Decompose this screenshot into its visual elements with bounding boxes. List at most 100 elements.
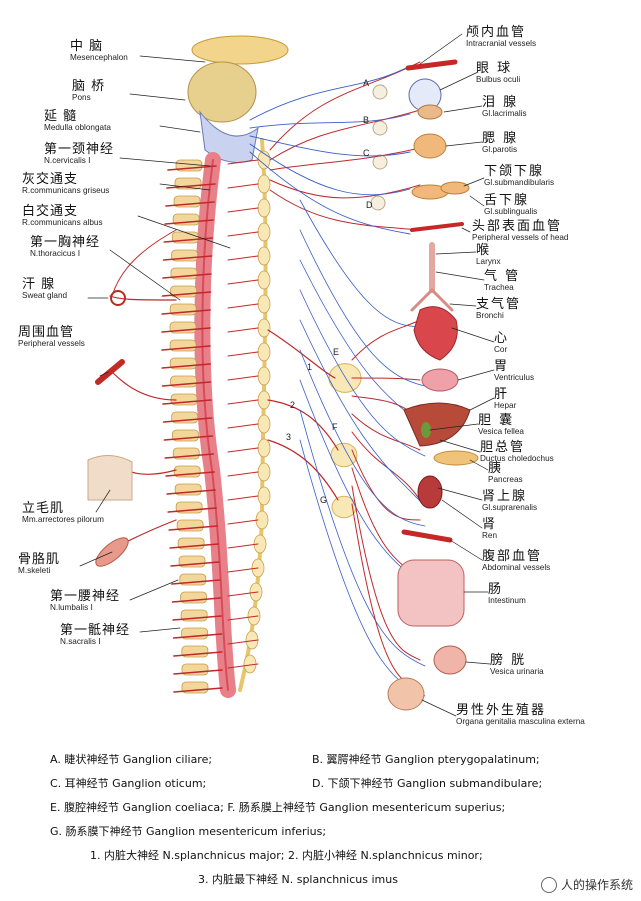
head-ganglion-0: [372, 84, 388, 100]
spinal-nerve: [162, 417, 213, 423]
label-chinese: 腹部血管: [482, 549, 543, 564]
leader-line-17: [463, 177, 485, 187]
visceral-fiber-0: [351, 319, 421, 361]
vagus-fiber-0: [249, 65, 411, 121]
legend-row-2: C. 耳神经节 Ganglion oticum;: [50, 777, 207, 790]
kidney-icon: [417, 475, 443, 509]
label-latin: Ductus choledochus: [480, 453, 554, 463]
leader-line-11: [129, 579, 179, 601]
spinal-nerve: [173, 687, 223, 693]
communicating-branch: [227, 519, 259, 525]
label-latin: N.cervicalis Ⅰ: [44, 155, 91, 165]
leader-line-3: [119, 157, 211, 167]
ganglion-letter-E: E: [333, 347, 339, 357]
label-latin: Bronchi: [476, 310, 504, 320]
label-chinese: 中 脑: [70, 39, 104, 54]
label-latin: Medulla oblongata: [44, 122, 111, 132]
leader-line-5: [137, 215, 231, 249]
label-chinese: 气 管: [484, 269, 521, 284]
label-chinese: 胰: [488, 461, 504, 476]
label-latin: Trachea: [484, 282, 514, 292]
trunk-ganglion: [257, 294, 271, 314]
spinal-nerve: [170, 561, 220, 567]
leader-line-13: [419, 33, 463, 65]
legend: A. 睫状神经节 Ganglion ciliare;B. 翼腭神经节 Gangl…: [0, 745, 641, 895]
label-latin: Organa genitalia masculina externa: [456, 716, 585, 726]
label-latin: Hepar: [494, 400, 517, 410]
label-latin: Gl.parotis: [482, 144, 518, 154]
nerve-number-2: 2: [290, 400, 295, 410]
label-chinese: 周围血管: [18, 325, 75, 340]
communicating-branch: [227, 327, 259, 333]
trunk-ganglion: [257, 438, 271, 458]
heart-icon: [413, 306, 458, 361]
pancreas-icon: [433, 450, 479, 466]
label-latin: Gl.lacrimalis: [482, 108, 527, 118]
spinal-nerve: [172, 615, 222, 621]
trunk-ganglion: [257, 222, 271, 242]
parotid-icon: [413, 133, 447, 159]
stomach-icon: [421, 368, 459, 392]
label-latin: Pons: [72, 92, 91, 102]
communicating-branch: [227, 471, 259, 477]
head-fiber-2: [269, 147, 421, 171]
trunk-ganglion: [243, 654, 257, 674]
label-chinese: 汗 腺: [22, 277, 56, 292]
spinal-nerve: [162, 273, 212, 279]
label-chinese: 肾上腺: [482, 489, 528, 504]
communicating-branch: [227, 567, 259, 573]
label-chinese: 男性外生殖器: [456, 703, 547, 718]
spinal-nerve: [163, 435, 214, 441]
leader-line-34: [421, 699, 457, 717]
label-latin: M.skeleti: [18, 565, 51, 575]
head-fiber-1: [269, 109, 421, 161]
communicating-branch: [227, 255, 259, 261]
label-latin: Larynx: [476, 256, 501, 266]
label-chinese: 延 髓: [44, 109, 78, 124]
label-latin: R.communicans albus: [22, 217, 103, 227]
cord-midline: [201, 159, 229, 691]
wechat-logo-icon: [540, 876, 557, 893]
label-chinese: 脑 桥: [72, 79, 106, 94]
ganglion-letter-B: B: [363, 115, 369, 125]
watermark-text: 人的操作系统: [560, 878, 633, 892]
intestine-icon: [397, 559, 465, 627]
spinal-nerve: [161, 345, 211, 351]
communicating-branch: [227, 231, 259, 237]
spinal-nerve: [165, 471, 215, 477]
label-chinese: 胆 囊: [478, 413, 515, 428]
leader-line-10: [79, 551, 113, 567]
parasym-fiber-2: [299, 259, 426, 427]
label-latin: Gl.sublingualis: [484, 206, 538, 216]
parasym-fiber-0: [299, 199, 426, 327]
label-chinese: 胆总管: [480, 440, 526, 455]
spinal-nerve: [166, 489, 216, 495]
label-chinese: 心: [494, 331, 510, 346]
head-fiber-0: [269, 61, 421, 151]
spinal-nerve: [166, 183, 216, 189]
vagus-fiber-3: [249, 143, 411, 196]
label-chinese: 第一颈神经: [44, 142, 115, 157]
head-ganglion-1: [372, 120, 388, 136]
label-chinese: 第一骶神经: [60, 623, 131, 638]
splanchnic-imus: [267, 439, 339, 501]
branch-sweat: [109, 295, 177, 301]
nerve-number-1: 1: [307, 362, 312, 372]
leader-line-9: [95, 489, 111, 513]
spinal-nerve: [173, 651, 223, 657]
